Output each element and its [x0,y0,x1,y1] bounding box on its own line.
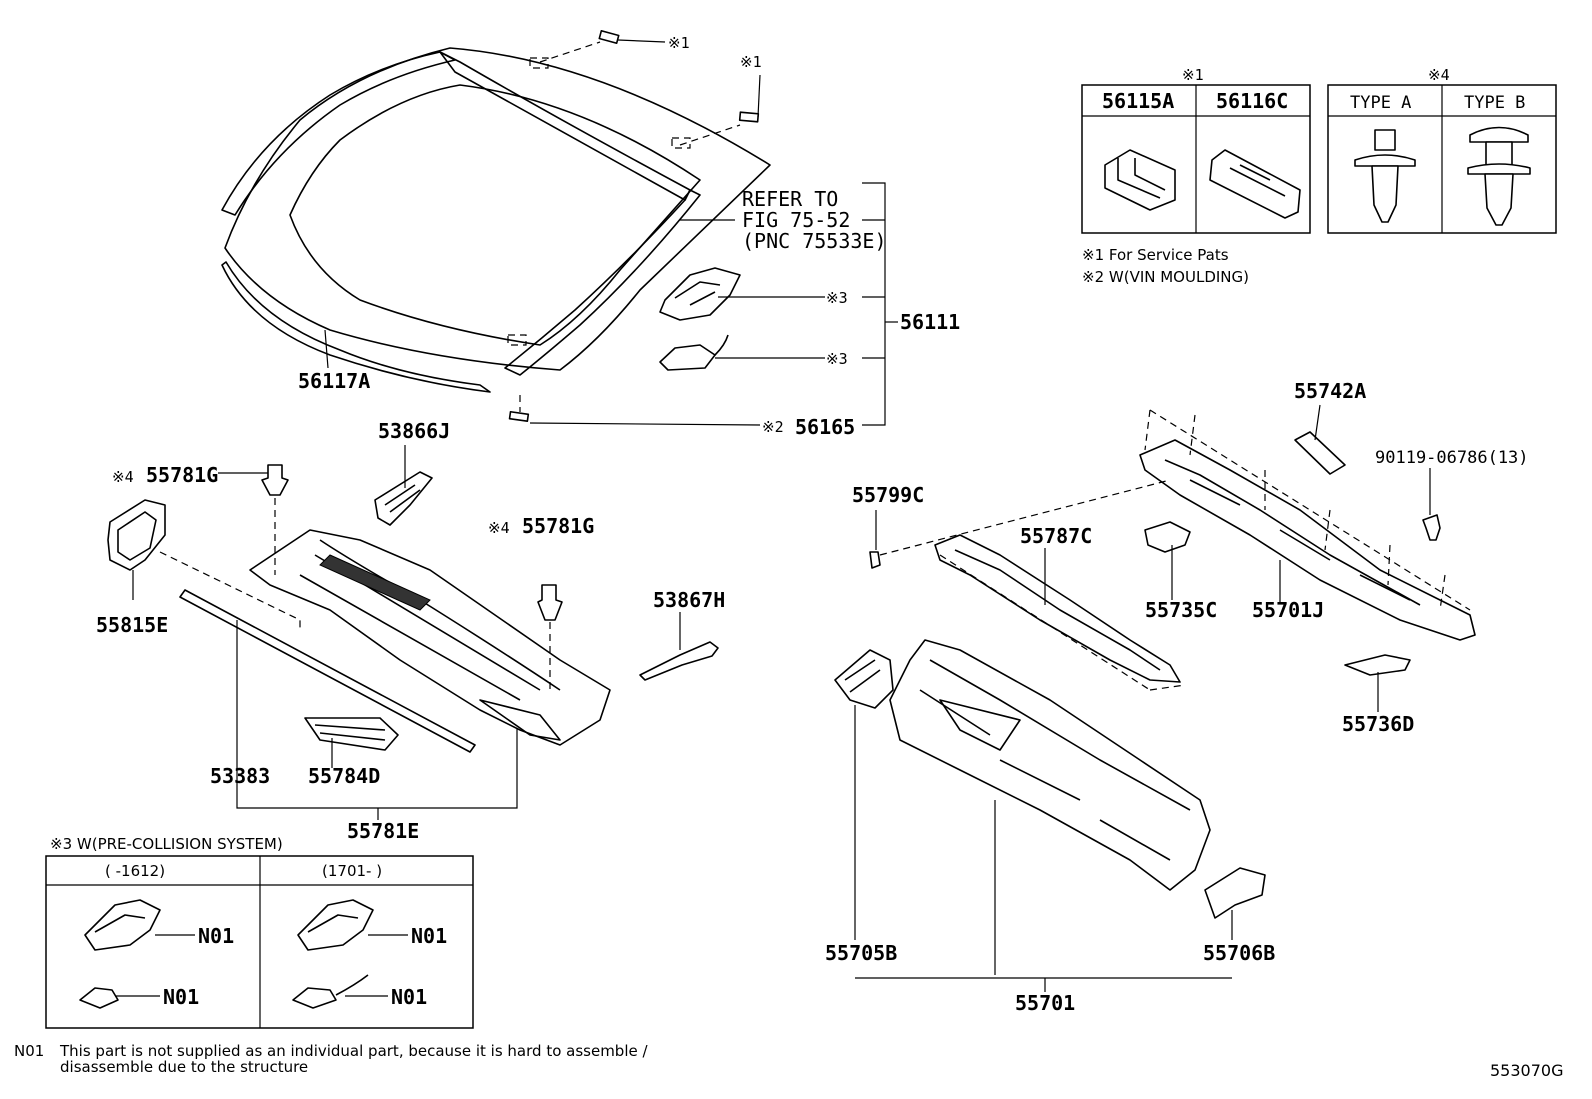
label-55781E: 55781E [347,819,419,843]
label-55705B: 55705B [825,941,897,965]
n01-a: N01 [198,924,234,948]
mark-1-a: ※1 [668,34,690,52]
bracket-55706B [1204,867,1266,919]
label-55735C: 55735C [1145,598,1217,622]
table-precollision: ※3 W(PRE-COLLISION SYSTEM) ( -1612) (170… [45,835,474,1029]
part-56115A-icon [1104,149,1176,211]
refer-line1: REFER TO [742,187,838,211]
windshield-moulding [221,51,701,376]
n01-c: N01 [411,924,447,948]
label-53866J: 53866J [378,419,450,443]
refer-line2: FIG 75-52 [742,208,850,232]
label-56111: 56111 [900,310,960,334]
table-clip-types: ※4 TYPE A TYPE B ※1 For Service Pats ※2 … [1082,66,1557,286]
label-55781G-left: 55781G [146,463,218,487]
clip-type-b-icon [1467,126,1531,226]
seal-53383 [179,589,476,753]
diagram-id: 553070G [1490,1061,1563,1080]
panel-55787C [934,534,1181,683]
label-55787C: 55787C [1020,524,1092,548]
louver-53866J [374,471,433,526]
table2-col2: TYPE B [1464,93,1525,113]
label-55736D: 55736D [1342,712,1414,736]
duct-55784D [304,717,399,751]
clip-type-a-icon [1354,129,1416,223]
label-55815E: 55815E [96,613,168,637]
top-leaders [324,39,898,426]
bracket-55735C [1144,521,1191,553]
table1-col2: 56116C [1216,89,1288,113]
clip-55799C [869,551,881,569]
precollision-bracket-old-icon [84,899,161,951]
mark-3-a: ※3 [826,289,848,307]
mark-3-b: ※3 [826,350,848,368]
note-service-parts: ※1 For Service Pats [1082,246,1229,264]
precollision-bracket-new-icon [297,899,374,951]
precollision-col2: (1701- ) [322,862,382,880]
cowl-leaders [132,445,681,820]
label-55701: 55701 [1015,991,1075,1015]
label-55784D: 55784D [308,764,380,788]
precollision-cover-old-icon [79,987,119,1009]
precollision-cover-new-icon [292,974,369,1009]
bolt-90119 [1422,514,1441,541]
table-service-parts: ※1 56115A 56116C [1081,66,1311,234]
note-vin-moulding: ※2 W(VIN MOULDING) [1082,268,1249,286]
clips-55781G [261,464,563,621]
label-55799C: 55799C [852,483,924,507]
service-clips [507,30,760,423]
footnote: N01 This part is not supplied as an indi… [14,1042,1563,1080]
footnote-line2: disassemble due to the structure [60,1058,308,1076]
n01-d: N01 [391,985,427,1009]
refer-line3: (PNC 75533E) [742,229,887,253]
precollision-title: ※3 W(PRE-COLLISION SYSTEM) [50,835,283,853]
callouts: ※1 ※1 REFER TO FIG 75-52 (PNC 75533E) ※3… [96,34,1529,1015]
right-leaders [854,404,1471,992]
seal-55815E [107,499,166,571]
label-55706B: 55706B [1203,941,1275,965]
footnote-line1: This part is not supplied as an individu… [59,1042,648,1060]
dash-panel-55701 [889,639,1211,891]
label-56165: 56165 [795,415,855,439]
part-56116C-icon [1209,149,1301,219]
camera-brackets [659,267,741,371]
seal-53867H [639,641,719,681]
table1-col1: 56115A [1102,89,1174,113]
precollision-col1: ( -1612) [105,862,165,880]
cowl-top-panel [249,529,611,746]
bracket-55736D [1344,654,1411,676]
label-90119: 90119-06786(13) [1375,448,1529,468]
label-53383: 53383 [210,764,270,788]
windshield-glass [221,47,771,393]
n01-b: N01 [163,985,199,1009]
footnote-code: N01 [14,1042,44,1060]
bracket-55705B [834,649,894,709]
table2-col1: TYPE A [1350,93,1411,113]
table1-title: ※1 [1182,66,1204,84]
label-56117A: 56117A [298,369,370,393]
label-55701J: 55701J [1252,598,1324,622]
table2-title: ※4 [1428,66,1450,84]
mark-1-b: ※1 [740,53,762,71]
mark-4-b: ※4 [488,519,510,537]
pad-55742A [1294,431,1346,475]
label-53867H: 53867H [653,588,725,612]
cowl-reinforcement-55701J [1139,439,1476,641]
mark-2: ※2 [762,418,784,436]
mark-4-a: ※4 [112,468,134,486]
label-55742A: 55742A [1294,379,1366,403]
label-55781G-right: 55781G [522,514,594,538]
